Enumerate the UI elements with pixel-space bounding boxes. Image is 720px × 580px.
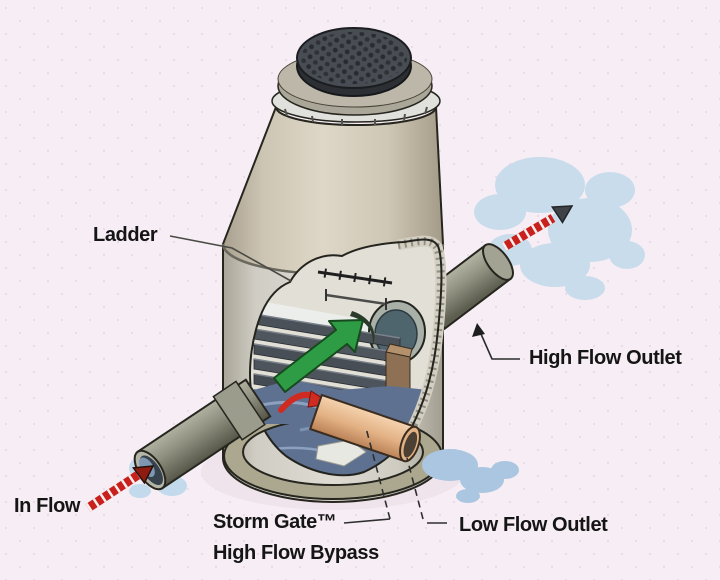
leader-storm-gate-dashed [365,427,391,520]
leader-low-flow-dashed [406,457,424,520]
label-low-flow-outlet: Low Flow Outlet [459,514,608,536]
label-high-flow-outlet: High Flow Outlet [529,347,682,369]
collar-ticks [284,106,428,125]
bypass-arrow-swoosh [350,311,375,348]
label-ladder: Ladder [93,224,158,246]
manhole-assembly [271,27,441,125]
water-splash-top-right [474,157,645,300]
leader-high-flow-arrowhead [472,323,485,337]
inlet-pipe-collar [212,380,266,441]
outflow-arrow-icon [501,205,574,251]
leader-lines [169,235,520,524]
leader-storm-gate-solid [343,518,391,524]
high-flow-bypass-arrow-icon [273,319,364,393]
ladder-graphic [317,268,393,310]
water-splash-low-flow [422,449,519,503]
leader-high-flow-outlet [480,333,520,360]
label-storm-gate-line1: Storm Gate™ [213,511,337,533]
internal-outlet-port [368,300,426,364]
inflow-arrow-icon [85,465,155,512]
label-storm-gate-line2: High Flow Bypass [213,542,379,564]
label-storm-gate: Storm Gate™ High Flow Bypass [213,511,379,564]
manhole-cover-texture [301,32,407,84]
low-flow-outlet-pipe [308,393,421,463]
leader-ladder [169,235,292,282]
label-in-flow: In Flow [14,495,81,517]
